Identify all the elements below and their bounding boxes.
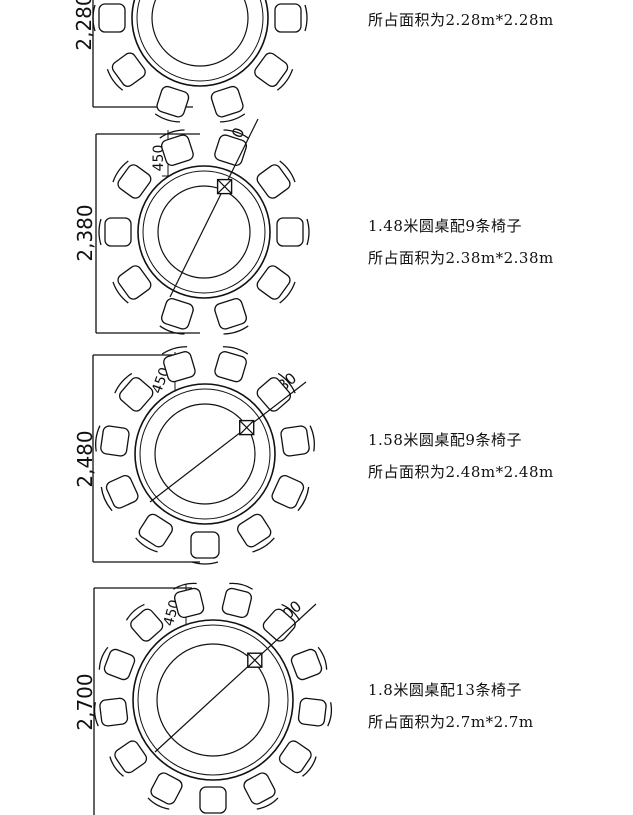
chair xyxy=(237,513,275,553)
chair xyxy=(112,160,152,199)
diameter-line xyxy=(149,381,307,503)
chair xyxy=(112,265,152,304)
table-outer-ring xyxy=(131,0,269,87)
chair xyxy=(173,582,205,619)
dimension-marker-icon xyxy=(238,419,255,436)
lazy-susan xyxy=(156,643,270,757)
chair xyxy=(98,217,132,247)
caption-title: 1.48米圆桌配9条椅子 xyxy=(368,217,522,235)
chair xyxy=(159,129,194,166)
lazy-susan xyxy=(151,0,249,67)
table-edge xyxy=(136,0,264,82)
table-outer-ring xyxy=(134,383,276,525)
caption-table-228: 所占面积为2.28m*2.28m xyxy=(368,4,554,36)
lazy-susan xyxy=(154,403,256,505)
dimension-bracket xyxy=(95,133,200,334)
chair xyxy=(254,52,294,91)
chair xyxy=(95,425,130,457)
chair xyxy=(221,582,253,619)
chair xyxy=(154,85,190,123)
chair xyxy=(100,474,139,512)
chair xyxy=(199,786,227,814)
dimension-marker-icon xyxy=(247,652,263,668)
chair xyxy=(214,298,249,335)
chair xyxy=(290,646,328,681)
caption-table-180: 1.8米圆桌配13条椅子 所占面积为2.7m*2.7m xyxy=(368,674,534,738)
chair xyxy=(274,3,308,33)
chair xyxy=(98,646,136,681)
caption-table-158: 1.58米圆桌配9条椅子 所占面积为2.48m*2.48m xyxy=(368,424,554,488)
diagram-table-180: 2,700 450 1800 xyxy=(73,582,333,815)
chair xyxy=(190,531,220,565)
chair xyxy=(214,346,249,383)
overall-size-label: 2,280 xyxy=(72,0,96,51)
caption-title: 1.8米圆桌配13条椅子 xyxy=(368,681,522,699)
caption-title: 1.58米圆桌配9条椅子 xyxy=(368,431,522,449)
chair xyxy=(92,3,126,33)
caption-area: 所占面积为2.48m*2.48m xyxy=(368,463,554,481)
table-outer-ring xyxy=(137,165,271,299)
chair xyxy=(161,346,196,383)
diagram-table-228: 2,280 xyxy=(72,0,308,123)
overall-size-label: 2,380 xyxy=(73,204,97,261)
chair xyxy=(262,603,301,642)
diagram-table-148: 2,380 450 1480 xyxy=(73,118,310,335)
chair xyxy=(256,160,296,199)
chair xyxy=(109,740,148,777)
chair xyxy=(106,52,146,91)
dimension-marker-icon xyxy=(216,178,233,195)
chair xyxy=(256,265,296,304)
caption-area: 所占面积为2.7m*2.7m xyxy=(368,713,534,731)
table-edge xyxy=(137,624,289,776)
table-edge xyxy=(142,170,266,294)
chair xyxy=(125,603,164,642)
diameter-line xyxy=(154,603,317,753)
chair xyxy=(276,217,310,247)
chair xyxy=(271,474,310,512)
overall-size-label: 2,480 xyxy=(73,430,97,487)
caption-area: 所占面积为2.28m*2.28m xyxy=(368,11,554,29)
chair xyxy=(159,298,194,335)
overall-size-label: 2,700 xyxy=(73,673,97,730)
lazy-susan xyxy=(157,185,251,279)
chair xyxy=(114,372,154,412)
caption-area: 所占面积为2.38m*2.38m xyxy=(368,249,554,267)
table-edge xyxy=(139,388,271,520)
chair xyxy=(243,772,279,810)
chair xyxy=(93,697,129,727)
diagram-table-158: 2,480 450 1580 xyxy=(73,346,315,565)
chair xyxy=(210,85,246,123)
chair xyxy=(280,425,315,457)
chair xyxy=(147,772,183,810)
chair xyxy=(297,697,333,727)
diameter-line xyxy=(169,118,259,298)
caption-table-148: 1.48米圆桌配9条椅子 所占面积为2.38m*2.38m xyxy=(368,210,554,274)
chair xyxy=(278,740,317,777)
chair xyxy=(135,513,173,553)
